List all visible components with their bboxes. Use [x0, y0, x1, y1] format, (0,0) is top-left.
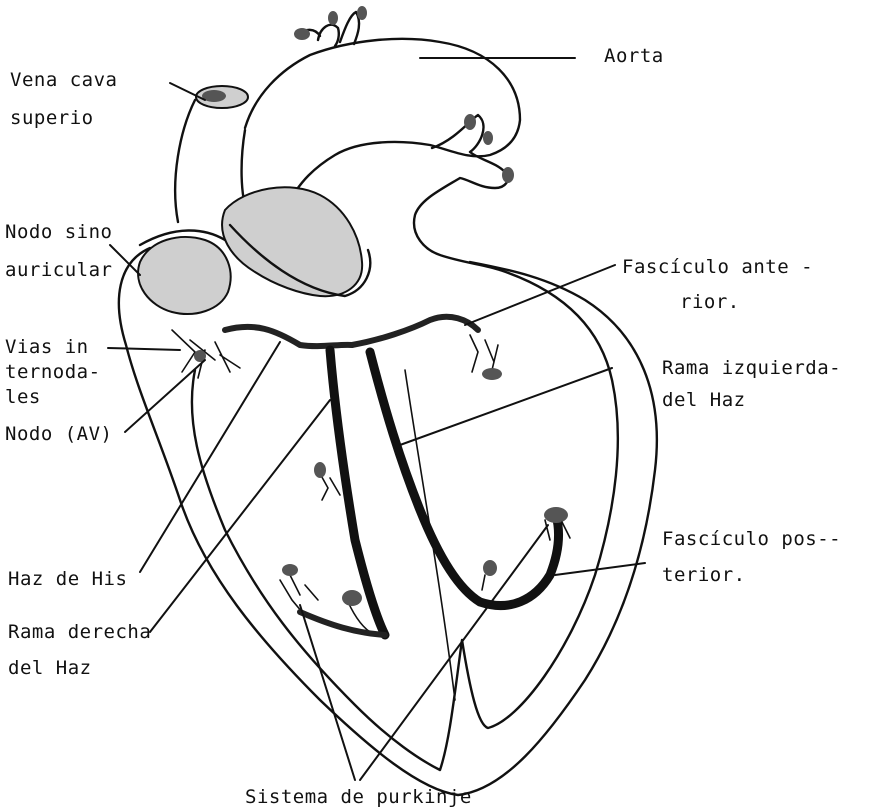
aorta-vessel-tip-2	[328, 11, 338, 25]
label-fasciculo-posterior-line2: terior.	[662, 563, 746, 588]
label-sistema-purkinje: Sistema de purkinje	[245, 785, 472, 810]
leader-fasciculo-anterior	[465, 265, 615, 325]
label-fasciculo-posterior-line1: Fascículo pos--	[662, 527, 841, 552]
label-fasciculo-anterior-line1: Fascículo ante -	[622, 255, 813, 280]
av-node-cluster	[172, 330, 240, 378]
leader-rama-izquierda	[400, 368, 612, 445]
label-vena-cava-line2: superio	[10, 106, 94, 131]
aorta-branch-2	[340, 12, 359, 44]
leader-rama-derecha	[150, 400, 330, 632]
leader-fasciculo-posterior	[555, 563, 645, 575]
pulmonary-vein-tip-3	[502, 167, 514, 183]
aorta-vessel-tip-1	[294, 28, 310, 40]
pulmonary-veins	[414, 115, 508, 270]
label-haz-de-his: Haz de His	[8, 567, 127, 592]
leader-purkinje-right	[360, 525, 548, 780]
label-rama-derecha-line1: Rama derecha	[8, 620, 151, 645]
label-rama-izquierda-line2: del Haz	[662, 388, 746, 413]
label-vias-line1: Vias in	[5, 335, 89, 360]
anterior-fascicle	[352, 317, 478, 345]
label-nodo-sino-line1: Nodo sino	[5, 220, 112, 245]
pulmonary-vein-tip-1	[464, 114, 476, 130]
heart-outer-outline	[119, 248, 657, 795]
right-atrium	[138, 237, 231, 314]
left-atrium	[222, 187, 362, 296]
label-vias-line3: les	[5, 385, 41, 410]
label-aorta: Aorta	[604, 44, 664, 69]
label-rama-derecha-line2: del Haz	[8, 656, 92, 681]
label-fasciculo-anterior-line2: rior.	[680, 290, 740, 315]
label-nodo-sino-line2: auricular	[5, 258, 112, 283]
purkinje-cluster-right	[482, 560, 497, 590]
pulmonary-vein-tip-2	[483, 131, 493, 145]
anterior-purkinje-terminal	[470, 335, 502, 380]
aorta-branch-1	[318, 25, 339, 46]
label-vias-line2: ternoda-	[5, 360, 101, 385]
left-bundle-branch	[370, 352, 558, 606]
label-nodo-av: Nodo (AV)	[5, 422, 112, 447]
leader-vias-internodales	[108, 348, 180, 350]
leader-haz-de-his	[140, 342, 280, 572]
label-vena-cava-line1: Vena cava	[10, 68, 117, 93]
purkinje-cluster-mid	[314, 462, 340, 500]
label-rama-izquierda-line1: Rama izquierda-	[662, 356, 841, 381]
aorta-vessel-tip-3	[357, 6, 367, 20]
his-bundle-trunk	[225, 327, 352, 346]
